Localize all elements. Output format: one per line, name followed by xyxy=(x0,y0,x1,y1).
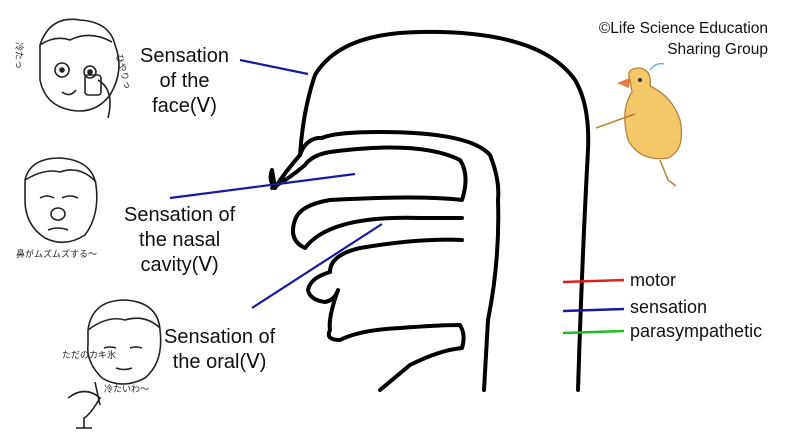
legend-label-sensation: sensation xyxy=(630,297,708,317)
svg-text:冷たっ: 冷たっ xyxy=(13,42,25,69)
person-cold-face-icon xyxy=(39,18,120,119)
head-outline xyxy=(268,29,591,392)
svg-text:ひやりっ: ひやりっ xyxy=(113,53,133,91)
nasal-pointer-line xyxy=(169,172,356,200)
label-oral-line-2: the oral(Ⅴ) xyxy=(172,351,267,373)
svg-text:ただのカキ氷: ただのカキ氷 xyxy=(62,349,116,361)
person-itchy-nose-text: 鼻がムズムズする〜 xyxy=(16,248,97,260)
person-itchy-nose-icon xyxy=(24,157,98,244)
credit-line-2: Sharing Group xyxy=(667,41,768,58)
chick-icon xyxy=(595,62,683,187)
person-eating-ice-text: ただのカキ氷 冷たいわ〜 xyxy=(62,349,149,395)
label-face-line-3: face(Ⅴ) xyxy=(152,95,217,117)
label-nasal-line-1: Sensation of xyxy=(124,204,236,226)
oral-cavity-outline xyxy=(306,237,466,392)
person-eating-ice-icon xyxy=(67,299,162,429)
credit-line-1: ©Life Science Education xyxy=(598,20,768,37)
label-nasal-line-3: cavity(Ⅴ) xyxy=(140,254,219,276)
label-nasal-sensation: Sensation of the nasal cavity(Ⅴ) xyxy=(124,203,235,278)
copyright-credit: ©Life Science Education Sharing Group xyxy=(599,18,768,60)
oral-pointer-line xyxy=(251,223,383,309)
nasal-cavity-outline xyxy=(270,145,468,250)
legend-swatch-sensation xyxy=(562,307,625,313)
svg-text:冷たいわ〜: 冷たいわ〜 xyxy=(104,383,149,395)
label-face-sensation: Sensation of the face(Ⅴ) xyxy=(140,44,229,119)
svg-text:鼻がムズムズする〜: 鼻がムズムズする〜 xyxy=(16,248,97,260)
face-pointer-line xyxy=(239,58,309,76)
legend-label-parasympathetic: parasympathetic xyxy=(630,321,763,341)
legend-label-motor: motor xyxy=(630,270,677,290)
legend-swatch-parasympathetic xyxy=(562,329,625,335)
label-oral-sensation: Sensation of the oral(Ⅴ) xyxy=(164,325,275,375)
label-nasal-line-2: the nasal xyxy=(139,229,221,251)
label-face-line-2: of the xyxy=(159,70,210,92)
legend-swatch-motor xyxy=(562,278,625,284)
label-face-line-1: Sensation xyxy=(140,45,229,67)
label-oral-line-1: Sensation of xyxy=(164,326,276,348)
